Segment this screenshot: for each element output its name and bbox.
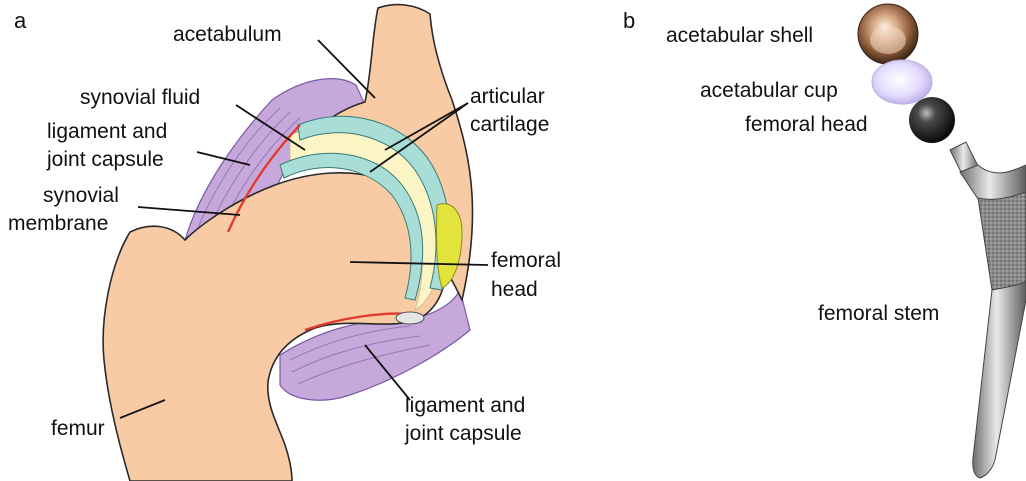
label-ligament-capsule-top-line1: ligament and [47, 120, 167, 143]
ligament-teres [396, 312, 424, 324]
label-femoral-head-line2: head [491, 278, 538, 301]
label-femoral-head-b: femoral head [745, 113, 868, 136]
hip-anatomy: a acetabulum synovial fluid articular ca… [8, 5, 561, 481]
label-femoral-stem: femoral stem [818, 302, 939, 325]
label-acetabulum: acetabulum [173, 23, 282, 46]
label-acetabular-shell: acetabular shell [666, 24, 813, 47]
label-acetabular-cup: acetabular cup [700, 79, 838, 102]
label-synovial-fluid: synovial fluid [80, 86, 200, 109]
panel-a-letter: a [14, 8, 27, 33]
femoral-head-ball [909, 97, 955, 143]
label-femur: femur [51, 417, 105, 440]
label-ligament-capsule-bottom-line1: ligament and [405, 394, 525, 417]
label-femoral-head-line1: femoral [491, 249, 561, 272]
hip-implant: b acetabular shell acetabular cup femora… [623, 4, 1026, 478]
label-articular-cartilage-line1: articular [470, 85, 545, 108]
label-ligament-capsule-top-line2: joint capsule [46, 148, 164, 171]
label-synovial-membrane-line2: membrane [8, 212, 108, 235]
femoral-stem-porous [978, 192, 1026, 290]
label-synovial-membrane-line1: synovial [43, 184, 119, 207]
acetabular-cup [872, 60, 932, 104]
label-articular-cartilage-line2: cartilage [470, 113, 549, 136]
label-ligament-capsule-bottom-line2: joint capsule [404, 422, 522, 445]
femoral-stem-taper [973, 282, 1026, 478]
panel-b-letter: b [623, 8, 635, 33]
